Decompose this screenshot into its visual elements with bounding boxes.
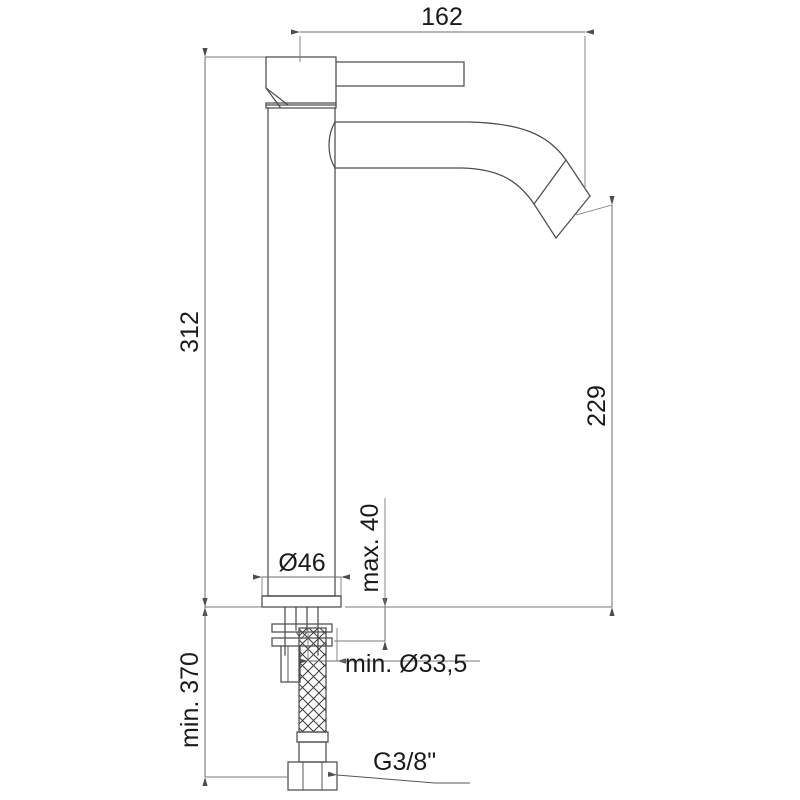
- lever-handle: [265, 56, 465, 109]
- thread-connection-callout: G3/8": [327, 748, 470, 784]
- overall-height-label: 312: [176, 311, 204, 353]
- min-hose-length-label: min. 370: [176, 652, 204, 748]
- min-hose-length-dimension: min. 370: [176, 598, 288, 786]
- min-hole-diameter-dimension: min. Ø33,5: [299, 628, 480, 678]
- base-diameter-label: Ø46: [278, 549, 325, 577]
- g38-thread-connector: [287, 761, 338, 791]
- flexible-hose: [296, 627, 329, 763]
- base-flange: [261, 595, 342, 608]
- spout-reach-label: 162: [421, 3, 463, 31]
- faucet-body-column: [267, 107, 336, 597]
- thread-connection-label: G3/8": [373, 748, 436, 776]
- overall-height-dimension: 312: [176, 48, 266, 616]
- spout-reach-dimension: 162: [291, 3, 594, 190]
- max-deck-thickness-dimension: max. 40: [334, 498, 388, 650]
- max-deck-thickness-label: max. 40: [356, 504, 384, 593]
- spout-outlet-height-label: 229: [583, 385, 611, 427]
- spout: [328, 121, 591, 239]
- spout-outlet-height-dimension: 229: [345, 196, 615, 616]
- base-diameter-dimension: Ø46: [253, 549, 350, 596]
- min-hole-diameter-label: min. Ø33,5: [345, 650, 467, 678]
